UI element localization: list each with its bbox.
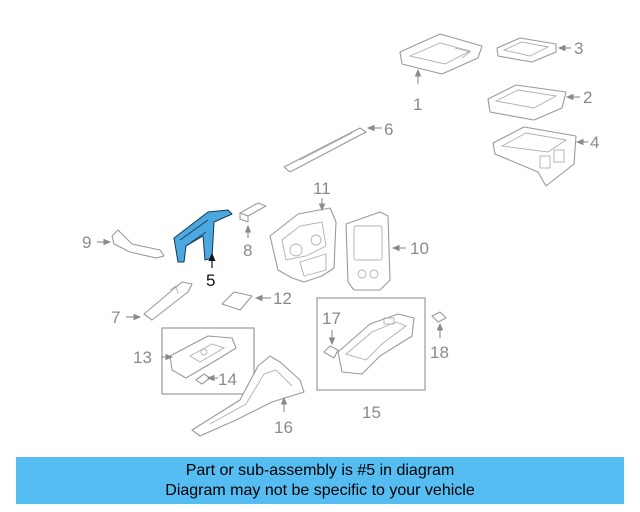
callout-2: 2: [583, 88, 592, 107]
part-10-radio-bezel: [345, 211, 406, 291]
part-16-console-side: [191, 355, 305, 437]
part-3-lid-pad: [496, 37, 571, 63]
part-15-console-assembly: [337, 313, 415, 375]
callout-8: 8: [243, 241, 252, 260]
part-13-glove-box: [169, 335, 237, 379]
callout-13: 13: [133, 348, 152, 367]
callout-14: 14: [218, 370, 237, 389]
callout-12: 12: [273, 289, 292, 308]
callout-1: 1: [413, 95, 422, 114]
part-1-console-lid: [399, 33, 483, 84]
callout-3: 3: [574, 39, 583, 58]
part-14-clip: [195, 373, 218, 385]
callout-11: 11: [313, 179, 331, 198]
part-5-highlighted-panel: [173, 209, 233, 268]
part-4-console-bezel: [492, 126, 588, 187]
callout-7: 7: [111, 308, 120, 327]
parts-diagram: 1 3 2 4 6 5 8: [82, 33, 599, 437]
part-2-storage-bin: [487, 84, 580, 121]
part-12-pad: [221, 291, 271, 311]
part-8-bracket: [239, 202, 267, 238]
part-11-center-frame: [269, 198, 337, 283]
part-18-clip: [431, 311, 447, 338]
info-banner: Part or sub-assembly is #5 in diagram Di…: [16, 457, 624, 504]
callout-16: 16: [274, 418, 293, 437]
group-box-13: [161, 327, 255, 395]
banner-line-2: Diagram may not be specific to your vehi…: [165, 481, 475, 499]
part-7-lower-bracket: [126, 281, 193, 321]
callout-5: 5: [206, 271, 215, 290]
callout-9: 9: [82, 233, 91, 252]
callout-6: 6: [384, 120, 393, 139]
callout-17: 17: [322, 309, 341, 328]
callout-4: 4: [590, 133, 599, 152]
callout-15: 15: [362, 403, 381, 422]
group-box-15: [316, 297, 426, 391]
callout-18: 18: [430, 343, 449, 362]
part-9-side-trim: [97, 229, 165, 259]
part-17-knob: [323, 330, 339, 359]
part-6-trim-strip: [283, 124, 382, 173]
callout-10: 10: [410, 239, 429, 258]
banner-line-1: Part or sub-assembly is #5 in diagram: [185, 461, 455, 479]
